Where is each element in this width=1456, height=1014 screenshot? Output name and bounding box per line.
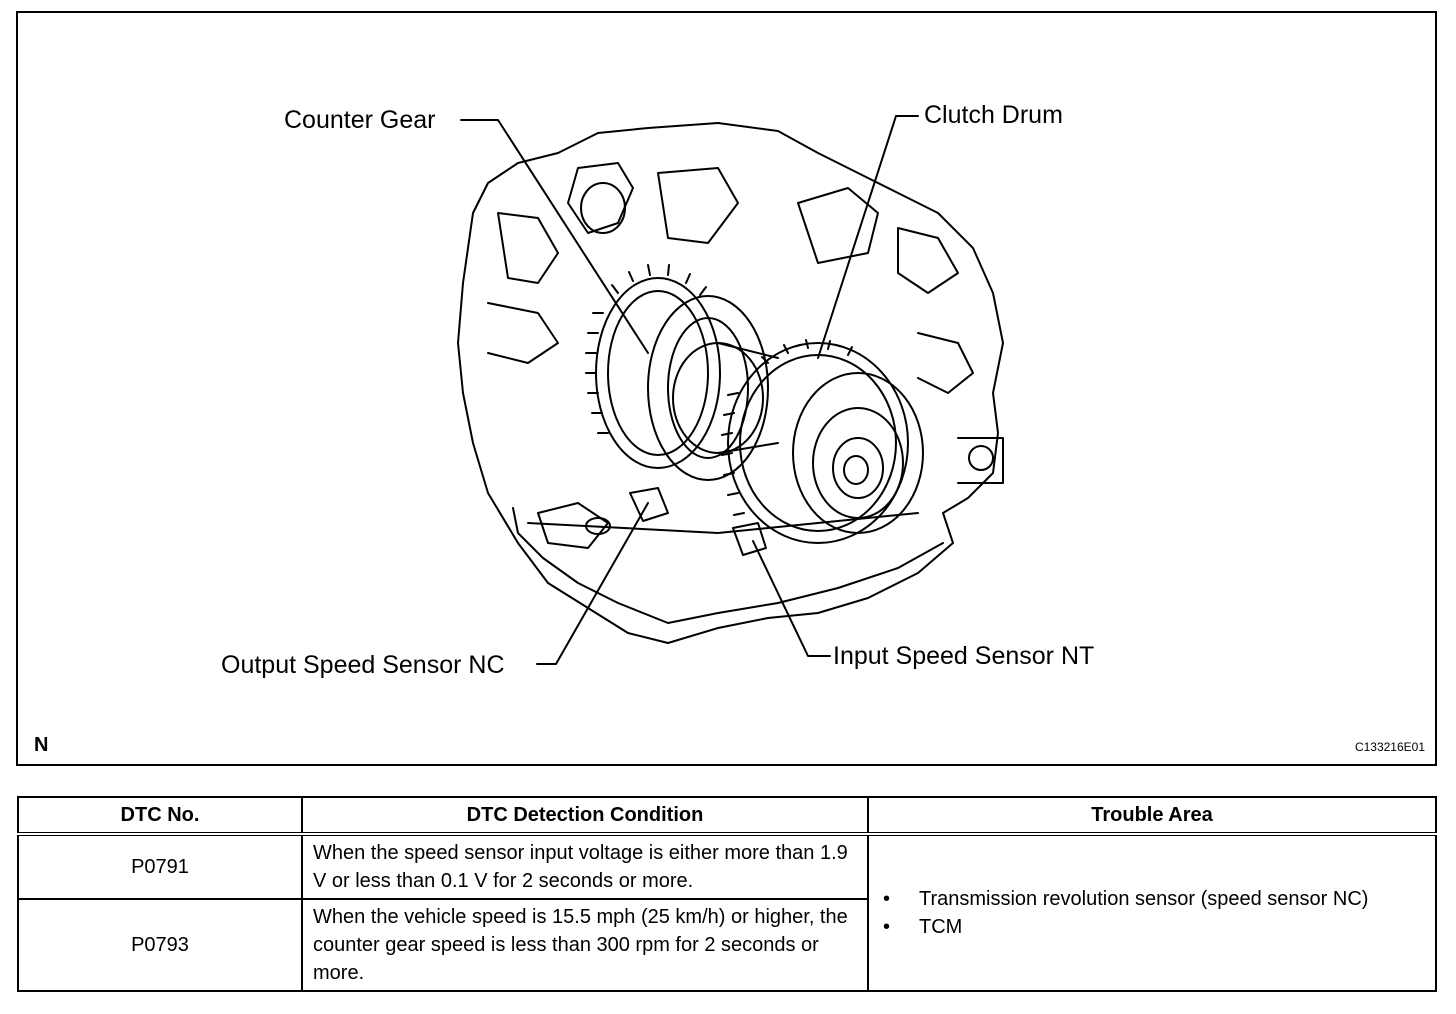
trouble-area-item: TCM bbox=[879, 913, 1425, 941]
detection-condition: When the vehicle speed is 15.5 mph (25 k… bbox=[301, 898, 869, 992]
housing-outline bbox=[457, 122, 1004, 644]
oil-pan bbox=[512, 507, 944, 624]
input-sensor-leader bbox=[752, 540, 831, 657]
counter-gear-drawing bbox=[585, 264, 769, 481]
header-detection-condition: DTC Detection Condition bbox=[301, 796, 869, 835]
header-trouble-area: Trouble Area bbox=[867, 796, 1437, 835]
transmission-illustration bbox=[457, 115, 1004, 665]
trouble-area-cell: Transmission revolution sensor (speed se… bbox=[867, 833, 1437, 992]
dtc-code: P0791 bbox=[17, 833, 303, 900]
output-speed-sensor-label: Output Speed Sensor NC bbox=[221, 651, 505, 679]
detection-condition: When the speed sensor input voltage is e… bbox=[301, 833, 869, 900]
table-row: P0793 When the vehicle speed is 15.5 mph… bbox=[17, 898, 1436, 992]
figure-code: C133216E01 bbox=[1354, 740, 1425, 754]
dtc-table: DTC No. DTC Detection Condition Trouble … bbox=[17, 796, 1437, 992]
table-header-row: DTC No. DTC Detection Condition Trouble … bbox=[17, 796, 1437, 835]
output-sensor-leader bbox=[536, 502, 649, 665]
input-speed-sensor-label: Input Speed Sensor NT bbox=[833, 642, 1095, 670]
input-sensor-drawing bbox=[732, 522, 767, 556]
trouble-area-list: Transmission revolution sensor (speed se… bbox=[879, 885, 1425, 941]
dtc-code: P0793 bbox=[17, 898, 303, 992]
trouble-area-item: Transmission revolution sensor (speed se… bbox=[879, 885, 1425, 913]
figure-frame: Counter Gear Clutch Drum Output Speed Se… bbox=[16, 11, 1437, 766]
clutch-drum-label: Clutch Drum bbox=[924, 101, 1063, 129]
header-dtc-no: DTC No. bbox=[17, 796, 303, 835]
counter-gear-label: Counter Gear bbox=[284, 106, 436, 134]
output-sensor-drawing bbox=[629, 487, 669, 522]
counter-gear-leader bbox=[460, 119, 649, 354]
clutch-drum-drawing bbox=[721, 339, 924, 544]
clutch-drum-leader bbox=[817, 115, 919, 359]
figure-corner-label: N bbox=[34, 734, 49, 756]
table-row: P0791 When the speed sensor input voltag… bbox=[17, 833, 1437, 992]
